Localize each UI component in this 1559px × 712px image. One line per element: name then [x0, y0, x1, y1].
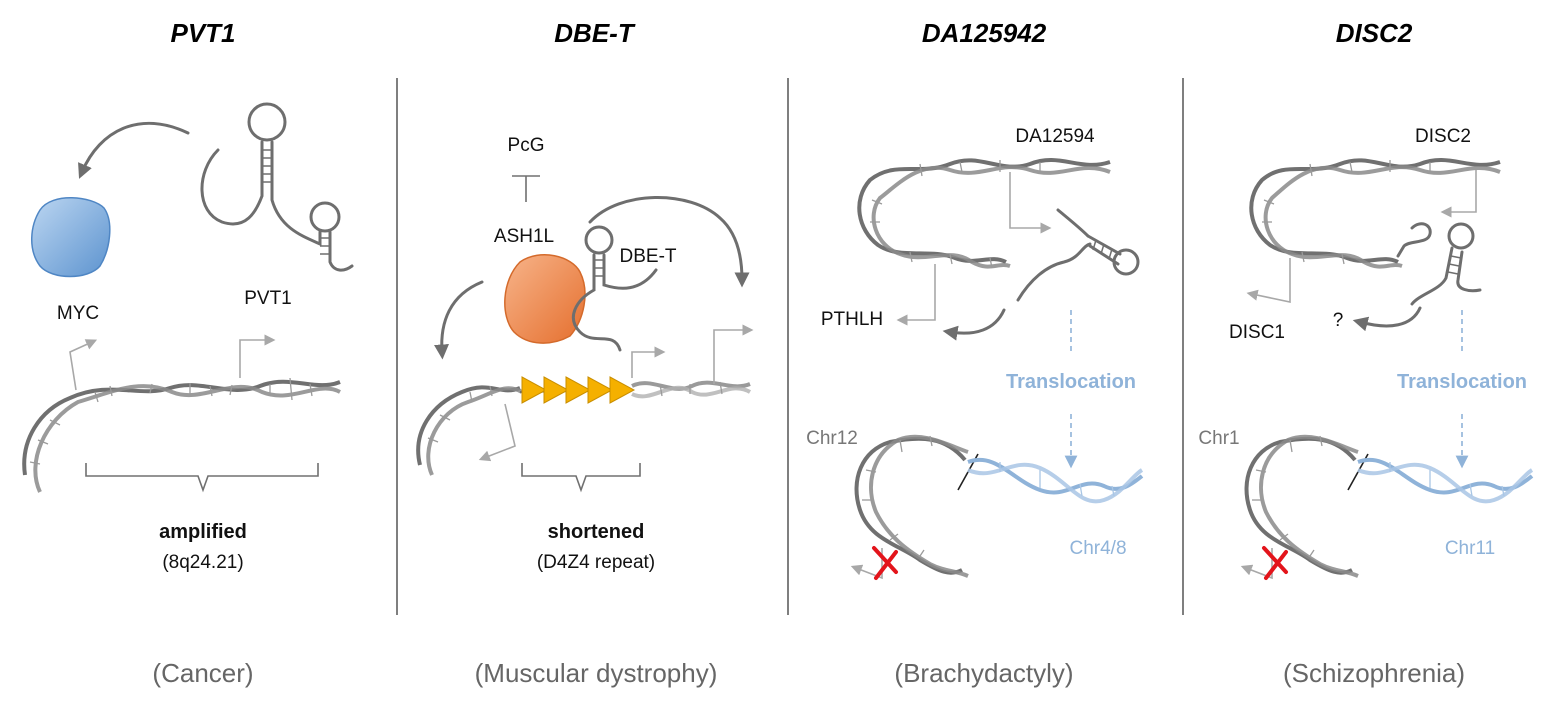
- label-chr1: Chr1: [1198, 428, 1239, 449]
- curved-arrow-icon: [588, 196, 750, 288]
- label-myc: MYC: [57, 303, 99, 324]
- pvt1-rna-icon: [200, 102, 354, 272]
- disease-brachydactyly: (Brachydactyly): [894, 658, 1073, 688]
- dna-helix-icon: [22, 377, 341, 493]
- tss-arrow-icon: [713, 324, 754, 384]
- panel-title-pvt1: PVT1: [170, 18, 235, 48]
- disruption-cross-icon: [1262, 546, 1288, 580]
- dna-helix-icon: [416, 380, 752, 476]
- label-da12594: DA12594: [1015, 126, 1095, 147]
- panel-pvt1: MYC PVT1 amplified (8q24.21): [22, 102, 354, 573]
- label-ash1l: ASH1L: [494, 226, 554, 247]
- label-translocation: Translocation: [1006, 371, 1136, 393]
- label-shortened: shortened: [548, 521, 645, 543]
- dna-helix-icon: [1244, 434, 1359, 578]
- disease-cancer: (Cancer): [152, 658, 253, 688]
- panel-disc2: DISC2 DISC1 ?: [1198, 126, 1534, 580]
- label-pcg: PcG: [508, 135, 545, 156]
- tss-arrow-icon: [1246, 258, 1291, 303]
- curved-arrow-icon: [78, 121, 190, 179]
- label-chr4-8: Chr4/8: [1069, 538, 1126, 559]
- bracket: [85, 463, 319, 493]
- tss-arrow-icon: [239, 334, 276, 378]
- da125942-rna-icon: [1016, 208, 1140, 302]
- label-disc1: DISC1: [1229, 322, 1285, 343]
- panel-title-dbe-t: DBE-T: [554, 18, 636, 48]
- bracket: [521, 463, 641, 493]
- panel-title-da125942: DA125942: [922, 18, 1047, 48]
- disease-muscular-dystrophy: (Muscular dystrophy): [475, 658, 718, 688]
- disease-schizophrenia: (Schizophrenia): [1283, 658, 1465, 688]
- dna-helix-icon: [967, 458, 1144, 504]
- panel-title-disc2: DISC2: [1336, 18, 1413, 48]
- label-pthlh: PTHLH: [821, 309, 883, 330]
- panel-da125942: DA12594 PTHLH: [806, 126, 1144, 580]
- dna-helix-icon: [854, 434, 969, 578]
- label-chr12: Chr12: [806, 428, 858, 449]
- dna-helix-icon: [1357, 458, 1534, 504]
- label-locus: (8q24.21): [162, 552, 243, 573]
- panel-dbe-t: PcG ASH1L DBE-T: [416, 135, 754, 573]
- label-unknown: ?: [1333, 310, 1344, 331]
- d4z4-repeat-icon: [521, 376, 636, 404]
- tss-arrow-icon: [478, 403, 516, 462]
- label-amplified: amplified: [159, 521, 247, 543]
- curved-arrow-icon: [434, 280, 484, 360]
- tss-arrow-icon: [69, 339, 98, 391]
- ash1l-protein-icon: [504, 254, 586, 344]
- dna-helix-icon: [1249, 158, 1501, 269]
- disruption-cross-icon: [872, 546, 898, 580]
- tss-arrow-icon: [631, 346, 666, 378]
- curved-arrow-icon: [942, 308, 1006, 341]
- dna-helix-icon: [857, 158, 1111, 269]
- tss-arrow-icon: [896, 264, 936, 326]
- label-disc2-rna: DISC2: [1415, 126, 1471, 147]
- dbe-t-rna-icon: [572, 225, 658, 352]
- label-repeat: (D4Z4 repeat): [537, 552, 655, 573]
- curved-arrow-icon: [1352, 306, 1422, 332]
- myc-protein-icon: [31, 197, 111, 278]
- label-translocation: Translocation: [1397, 371, 1527, 393]
- tss-arrow-icon: [1009, 172, 1052, 234]
- tss-arrow-icon: [1440, 170, 1477, 218]
- label-pvt1-gene: PVT1: [244, 288, 292, 309]
- disc2-rna-icon: [1396, 222, 1482, 306]
- label-dbe-t-rna: DBE-T: [620, 246, 677, 267]
- label-chr11: Chr11: [1445, 538, 1495, 559]
